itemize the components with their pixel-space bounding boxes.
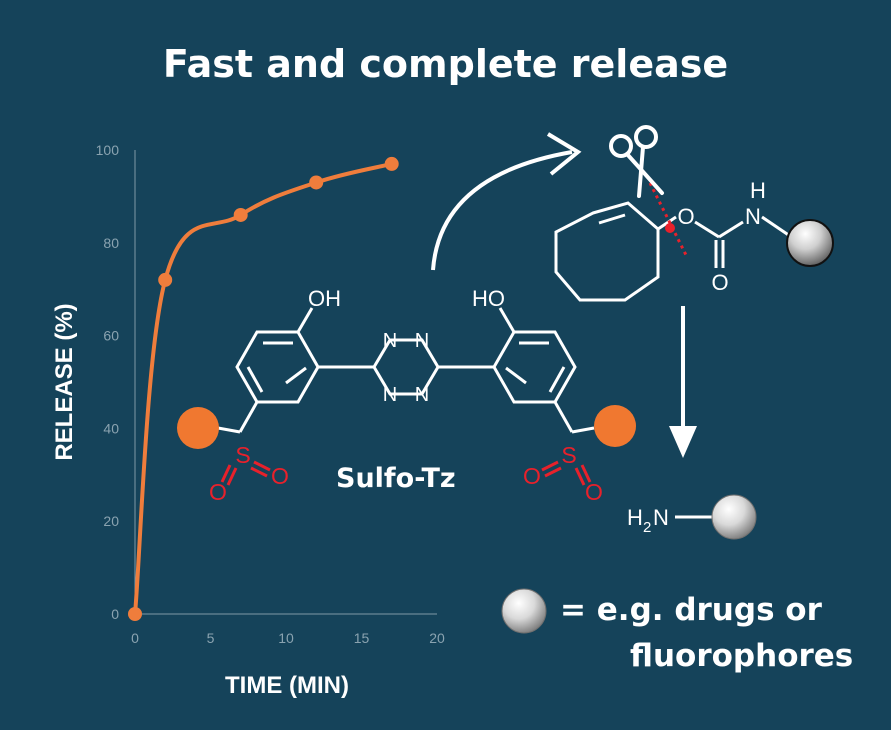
release-data-point — [309, 175, 324, 190]
carbamate-atoms: O N H O — [677, 178, 766, 295]
hydroxyl-right-label: HO — [472, 286, 505, 311]
sulfo-tz-molecule — [217, 307, 595, 434]
release-data-point — [233, 207, 248, 222]
y-tick-label: 0 — [111, 606, 119, 622]
x-tick-labels: 0 5 10 15 20 — [131, 630, 445, 646]
tetrazine-n2: N — [415, 330, 429, 352]
y-tick-label: 60 — [103, 328, 119, 344]
y-tick-label: 100 — [96, 142, 120, 158]
oxygen-left-2: O — [271, 463, 289, 489]
scissors-icon — [609, 125, 664, 198]
y-tick-labels: 0 20 40 60 80 100 — [96, 142, 120, 622]
carbamate-n-label: N — [745, 204, 761, 229]
x-tick-label: 20 — [429, 630, 445, 646]
sulfonyl-atoms: S O O S O O — [209, 442, 603, 505]
sulfonate-ball-right — [594, 405, 636, 447]
x-tick-label: 15 — [354, 630, 370, 646]
release-data-point — [128, 607, 142, 621]
release-chart: 0 20 40 60 80 100 0 5 10 15 20 RELEASE (%) TIME (… — [51, 142, 445, 699]
oxygen-right-2: O — [523, 463, 541, 489]
reaction-arrow — [431, 132, 582, 271]
tetrazine-n3: N — [383, 384, 397, 406]
release-curve — [133, 161, 394, 616]
tetrazine-n4: N — [415, 384, 429, 406]
amine-n-label: N — [653, 505, 669, 530]
x-tick-label: 0 — [131, 630, 139, 646]
compound-label: Sulfo-Tz — [336, 463, 456, 494]
carbamate-h-label: H — [750, 178, 766, 203]
sulfur-left-label: S — [235, 442, 250, 468]
released-amine: H 2 N — [627, 505, 669, 536]
ether-oxygen-label: O — [677, 204, 694, 229]
y-tick-label: 80 — [103, 235, 119, 251]
carbonyl-oxygen-label: O — [711, 270, 728, 295]
oxygen-right-1: O — [585, 479, 603, 505]
amine-subscript: 2 — [643, 519, 651, 536]
legend-payload-ball — [501, 588, 547, 634]
legend-line-2: fluorophores — [630, 638, 854, 674]
y-tick-label: 40 — [103, 420, 119, 436]
oxygen-left-1: O — [209, 479, 227, 505]
page-title: Fast and complete release — [162, 42, 729, 86]
y-axis-label: RELEASE (%) — [51, 303, 78, 460]
release-arrow — [669, 306, 697, 458]
sulfonyl-bonds — [220, 460, 592, 486]
x-tick-label: 10 — [278, 630, 294, 646]
release-points — [128, 156, 399, 621]
y-tick-label: 20 — [103, 513, 119, 529]
sulfonate-ball-left — [177, 407, 219, 449]
x-axis-label: TIME (MIN) — [225, 672, 349, 699]
sulfur-right-label: S — [561, 442, 576, 468]
release-data-point — [384, 156, 399, 171]
amine-h-label: H — [627, 505, 643, 530]
tetrazine-n1: N — [383, 330, 397, 352]
x-tick-label: 5 — [207, 630, 215, 646]
cleavage-point — [665, 223, 675, 233]
payload-ball-released — [711, 494, 757, 540]
legend-line-1: = e.g. drugs or — [560, 592, 822, 628]
hydroxyl-left-label: OH — [308, 286, 341, 311]
release-data-point — [158, 272, 173, 287]
payload-ball-carbamate — [786, 219, 834, 267]
tco-carbamate-molecule — [554, 201, 791, 302]
tetrazine-atoms: N N N N — [383, 330, 429, 406]
